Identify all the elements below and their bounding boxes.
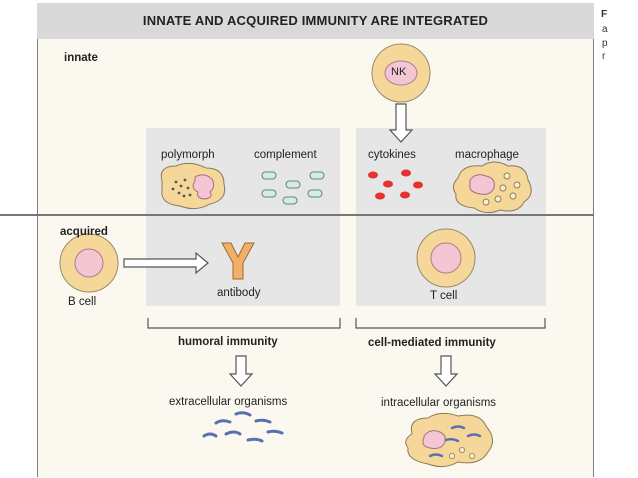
polymorph-cell-icon [160,162,226,210]
antibody-icon [221,242,255,280]
b-cell-label: B cell [68,296,97,308]
humoral-bracket [147,318,341,329]
t-cell-label: T cell [430,290,458,302]
b-cell-to-antibody-arrow-icon [123,251,209,275]
b-cell-icon [59,233,119,293]
nk-to-cytokines-arrow-icon [388,103,414,143]
edge-letter-4: r [602,51,606,62]
cytokines-icon [368,169,423,200]
macrophage-label: macrophage [455,149,519,161]
antibody-label: antibody [217,287,261,299]
title-band [37,3,594,39]
complement-label: complement [254,149,317,161]
intracellular-organisms-icon [405,412,493,468]
polymorph-label: polymorph [161,149,215,161]
diagram-title: INNATE AND ACQUIRED IMMUNITY ARE INTEGRA… [142,13,489,28]
nk-cell-label: NK [391,66,407,78]
innate-acquired-divider [0,214,594,216]
humoral-arrow-icon [228,355,254,387]
edge-letter-1: F [601,9,608,20]
cytokines-label: cytokines [368,149,416,161]
cell-mediated-immunity-label: cell-mediated immunity [368,337,496,349]
humoral-immunity-label: humoral immunity [178,336,278,348]
acquired-row-label: acquired [60,226,108,238]
extracellular-organisms-icon [202,411,284,443]
complement-icon [261,171,325,205]
extracellular-organisms-label: extracellular organisms [169,396,288,408]
cell-mediated-bracket [355,318,546,329]
macrophage-cell-icon [452,161,532,214]
nk-cell-icon [371,43,431,103]
edge-letter-2: a [602,24,608,35]
t-cell-icon [416,228,476,288]
innate-row-label: innate [64,52,98,64]
intracellular-organisms-label: intracellular organisms [381,397,497,409]
cell-mediated-arrow-icon [433,355,459,387]
edge-letter-3: p [602,38,608,49]
